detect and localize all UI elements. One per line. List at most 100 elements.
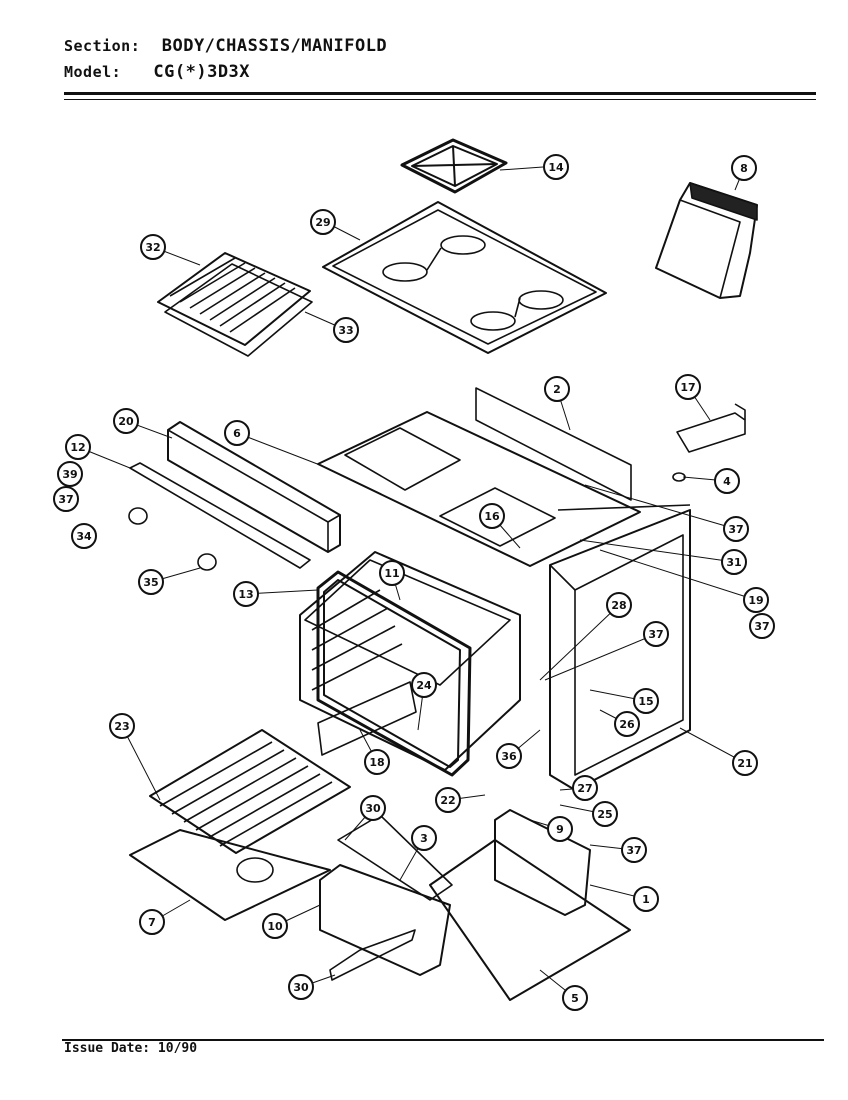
callout-label: 13: [238, 588, 253, 601]
callout-circle: [310, 209, 336, 235]
callout-36: 36: [496, 743, 522, 769]
callout-label: 1: [642, 893, 650, 906]
part-bottom-panel: [429, 839, 631, 1001]
callout-label: 28: [611, 599, 626, 612]
callout-circle: [53, 486, 79, 512]
callout-30: 30: [360, 795, 386, 821]
callout-circle: [675, 374, 701, 400]
callout-39: 39: [57, 461, 83, 487]
leader-lines: [77, 166, 757, 999]
callout-circle: [411, 825, 437, 851]
callout-26: 26: [614, 711, 640, 737]
callout-17: 17: [675, 374, 701, 400]
header-rule-thin: [64, 99, 816, 100]
part-broiler-pan: [157, 252, 313, 357]
callout-9: 9: [547, 816, 573, 842]
callout-label: 14: [548, 161, 564, 174]
callout-23: 23: [109, 713, 135, 739]
callout-28: 28: [606, 592, 632, 618]
footer-rule: [62, 1039, 824, 1041]
callout-label: 12: [70, 441, 85, 454]
callout-label: 37: [58, 493, 73, 506]
callout-circle: [109, 713, 135, 739]
part-manifold: [129, 421, 341, 569]
part-valve-bracket: [494, 809, 591, 916]
callout-12: 12: [65, 434, 91, 460]
part-gasket: [316, 570, 472, 777]
part-rear-panel: [475, 387, 632, 501]
model-key: Model:: [64, 63, 122, 81]
section-value: BODY/CHASSIS/MANIFOLD: [161, 36, 388, 56]
part-knob-34: [128, 507, 217, 571]
callout-label: 19: [748, 594, 763, 607]
header-rule-thick: [64, 92, 816, 95]
callout-circle: [723, 516, 749, 542]
callout-label: 8: [740, 162, 748, 175]
callout-circle: [721, 549, 747, 575]
section-key: Section:: [64, 37, 141, 55]
callout-label: 35: [143, 576, 158, 589]
callout-35: 35: [138, 569, 164, 595]
callout-6: 6: [224, 420, 250, 446]
callout-label: 30: [293, 981, 309, 994]
callout-7: 7: [139, 909, 165, 935]
callout-label: 27: [577, 782, 592, 795]
callout-circle: [543, 154, 569, 180]
callout-circle: [411, 672, 437, 698]
callout-circle: [547, 816, 573, 842]
callout-circle: [71, 523, 97, 549]
callout-label: 22: [440, 794, 455, 807]
callout-circle: [749, 613, 775, 639]
callout-circle: [731, 155, 757, 181]
callout-24: 24: [411, 672, 437, 698]
callout-label: 37: [648, 628, 663, 641]
callout-16: 16: [479, 503, 505, 529]
part-top-support: [317, 411, 641, 567]
callout-label: 20: [118, 415, 134, 428]
callout-circle: [360, 795, 386, 821]
callout-37: 37: [621, 837, 647, 863]
callout-circle: [262, 913, 288, 939]
callout-label: 30: [365, 802, 381, 815]
callout-circle: [233, 581, 259, 607]
callout-circle: [140, 234, 166, 260]
callout-label: 31: [726, 556, 741, 569]
callout-circle: [633, 688, 659, 714]
callout-label: 9: [556, 823, 564, 836]
callout-label: 37: [728, 523, 743, 536]
callout-21: 21: [732, 750, 758, 776]
callout-circle: [592, 801, 618, 827]
part-oven-liner: [299, 551, 521, 771]
part-backguard: [655, 182, 758, 299]
callout-label: 3: [420, 832, 428, 845]
callout-label: 17: [680, 381, 695, 394]
callout-15: 15: [633, 688, 659, 714]
callout-label: 11: [384, 567, 399, 580]
section-line: Section: BODY/CHASSIS/MANIFOLD: [64, 36, 387, 56]
callout-circle: [138, 569, 164, 595]
callout-label: 7: [148, 916, 156, 929]
callout-circle: [496, 743, 522, 769]
callout-label: 21: [737, 757, 752, 770]
callout-label: 26: [619, 718, 635, 731]
callout-label: 34: [76, 530, 92, 543]
callout-30: 30: [288, 974, 314, 1000]
callout-1: 1: [633, 886, 659, 912]
callout-label: 15: [638, 695, 653, 708]
callout-circle: [479, 503, 505, 529]
model-line: Model: CG(*)3D3X: [64, 62, 250, 82]
callout-10: 10: [262, 913, 288, 939]
callout-2: 2: [544, 376, 570, 402]
callout-label: 18: [369, 756, 384, 769]
callout-31: 31: [721, 549, 747, 575]
callout-label: 25: [597, 808, 612, 821]
model-value: CG(*)3D3X: [153, 62, 251, 82]
callout-label: 32: [145, 241, 160, 254]
callout-circle: [333, 317, 359, 343]
callout-circle: [364, 749, 390, 775]
callout-circle: [139, 909, 165, 935]
callout-25: 25: [592, 801, 618, 827]
callout-circle: [643, 621, 669, 647]
